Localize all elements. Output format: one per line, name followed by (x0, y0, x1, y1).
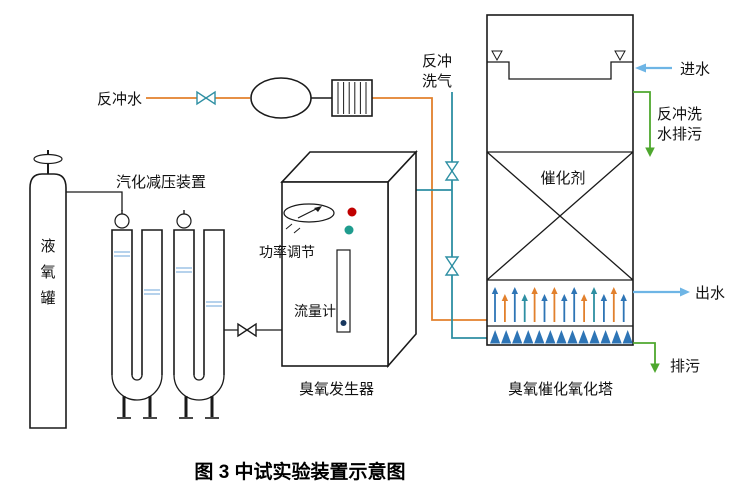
backwash-drain-label-line: 反冲洗 (657, 106, 702, 123)
gas-line (416, 92, 487, 339)
vaporizer-bulb (114, 210, 130, 229)
generator-right-face (387, 149, 417, 369)
backwash-drain-line (633, 91, 651, 150)
vaporizer-tube (111, 229, 133, 375)
ozone-generator: 功率调节 流量计 (259, 149, 418, 369)
motor (331, 79, 373, 117)
catalyst-cross-section (486, 151, 634, 281)
water-level-symbol-right (614, 50, 626, 62)
tank-label: 液 氧 罐 (40, 238, 55, 307)
u-bend (173, 374, 225, 401)
ozone-tower-label: 臭氧催化氧化塔 (508, 381, 613, 398)
tube-liquid-levels (114, 251, 222, 307)
water-outlet-label: 出水 (695, 285, 725, 302)
flow-meter (336, 249, 351, 333)
motor-hatch (337, 82, 367, 114)
liquid-oxygen-tank: 液 氧 罐 (29, 150, 67, 429)
backwash-drain-arrowhead (645, 147, 655, 157)
backwash-water-label: 反冲水 (97, 91, 142, 108)
indicator-light-green (344, 225, 354, 235)
indicator-light-red (347, 207, 357, 217)
drain-line (633, 342, 656, 366)
vaporizer-outlet-valve (237, 322, 257, 338)
pump (250, 77, 332, 119)
tank-valve-handle (33, 150, 63, 174)
u-bend (111, 374, 163, 401)
vaporizer-tube (141, 229, 163, 375)
tank-label-char: 液 (40, 238, 55, 255)
drain-arrowhead (650, 363, 660, 373)
flow-meter-float (340, 320, 347, 326)
inlet-arrow (635, 63, 672, 73)
vaporizer-label: 汽化减压装置 (116, 174, 206, 191)
water-level-trough (487, 61, 633, 80)
ozone-generator-label: 臭氧发生器 (299, 381, 374, 398)
tower-body (486, 14, 634, 346)
backwash-drain-label-line: 水排污 (657, 126, 702, 143)
outlet-arrow (633, 287, 690, 297)
backwash-gas-label-line: 反冲 (422, 53, 452, 70)
vaporizer: 汽化减压装置 (111, 174, 257, 419)
oxidation-tower: 催化剂 (486, 14, 634, 346)
backwash-water-valve (196, 90, 216, 106)
tank-label-char: 罐 (40, 290, 55, 307)
upflow-arrows (491, 287, 627, 322)
power-adjust-label: 功率调节 (259, 244, 315, 260)
flow-meter-label: 流量计 (294, 303, 336, 319)
nozzle-row (490, 330, 633, 344)
gas-valve-lower (444, 256, 460, 276)
vaporizer-legs (117, 396, 219, 419)
water-level-symbol-left (491, 50, 503, 62)
water-inlet-label: 进水 (680, 61, 710, 78)
gas-valve-upper (444, 161, 460, 181)
figure-caption: 图 3 中试实验装置示意图 (194, 460, 405, 483)
backwash-gas-label-line: 洗气 (422, 73, 452, 90)
catalyst-label: 催化剂 (540, 170, 585, 187)
drain-label: 排污 (670, 358, 700, 375)
power-gauge (283, 203, 335, 234)
tank-label-char: 氧 (40, 264, 55, 281)
backwash-gas-label: 反冲 洗气 (422, 53, 452, 90)
vaporizer-tube (173, 229, 195, 375)
tank-outlet-pipe (66, 191, 123, 211)
vaporizer-bulb (176, 210, 192, 229)
backwash-drain-label: 反冲洗 水排污 (657, 106, 702, 143)
